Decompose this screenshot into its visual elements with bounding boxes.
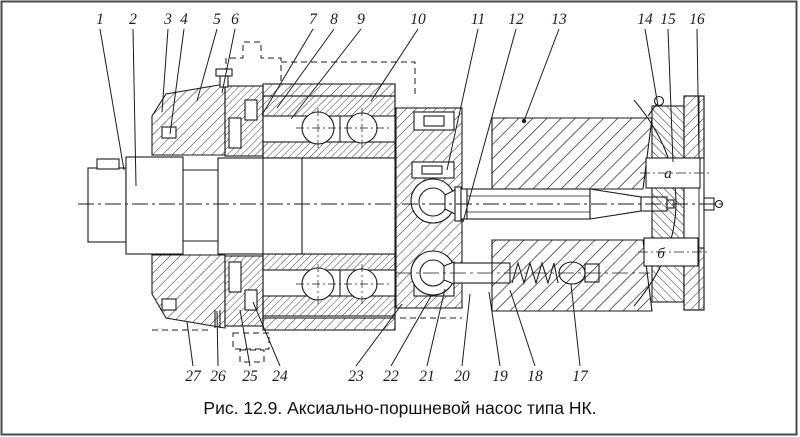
leader-line-11	[446, 28, 479, 171]
port-letters: аб	[657, 166, 672, 262]
part-number-7: 7	[309, 11, 318, 28]
part-number-25: 25	[242, 368, 258, 385]
cylinder-block	[491, 117, 653, 312]
figure-caption: Рис. 12.9. Аксиально-поршневой насос тип…	[203, 398, 596, 418]
leader-line-23	[355, 303, 403, 367]
leader-dot-13	[521, 118, 527, 124]
part-number-26: 26	[210, 368, 226, 385]
top-bearing	[262, 83, 396, 159]
leader-line-21	[426, 288, 446, 367]
part-number-16: 16	[689, 11, 705, 28]
leader-line-2	[132, 28, 137, 187]
leader-line-26	[216, 310, 219, 367]
seal-retainer	[215, 68, 264, 327]
part-number-22: 22	[383, 368, 399, 385]
leader-line-6	[221, 28, 236, 94]
leader-line-9	[290, 28, 362, 120]
leader-line-7	[261, 28, 314, 116]
bolt-head	[653, 95, 665, 107]
part-number-3: 3	[163, 11, 172, 28]
port-label-б: б	[657, 246, 665, 262]
part-number-27: 27	[185, 368, 202, 385]
leader-line-10	[370, 28, 419, 102]
port-label-а: а	[664, 166, 672, 182]
leader-line-24	[252, 301, 281, 367]
leader-line-17	[570, 283, 581, 367]
part-number-5: 5	[213, 11, 221, 28]
leader-line-16	[696, 28, 700, 159]
part-number-23: 23	[348, 368, 364, 385]
part-number-8: 8	[330, 11, 338, 28]
leader-line-22	[390, 295, 432, 367]
leader-line-4	[169, 28, 185, 135]
rotor-block	[217, 157, 396, 255]
part-number-4: 4	[180, 11, 188, 28]
part-number-12: 12	[508, 11, 524, 28]
part-number-1: 1	[96, 11, 104, 28]
leader-line-15	[667, 28, 674, 163]
part-number-19: 19	[492, 368, 508, 385]
leader-line-20	[461, 293, 471, 367]
part-number-20: 20	[454, 368, 470, 385]
part-number-21: 21	[419, 368, 435, 385]
leader-line-19	[488, 291, 501, 367]
ball-joint	[418, 187, 448, 217]
part-number-9: 9	[357, 11, 365, 28]
part-number-14: 14	[637, 11, 653, 28]
part-number-18: 18	[527, 368, 543, 385]
leader-line-27	[186, 321, 194, 367]
part-number-11: 11	[471, 11, 485, 28]
part-number-17: 17	[572, 368, 589, 385]
leader-line-1	[99, 28, 125, 171]
leader-line-13	[523, 28, 560, 122]
leader-line-8	[276, 28, 335, 109]
part-number-24: 24	[272, 368, 288, 385]
centerline	[78, 203, 722, 274]
leader-line-25	[239, 309, 251, 367]
vent-plug	[215, 68, 233, 77]
part-number-13: 13	[551, 11, 567, 28]
part-number-15: 15	[660, 11, 676, 28]
bottom-bearing	[262, 253, 396, 331]
part-number-10: 10	[410, 11, 426, 28]
leader-line-18	[509, 289, 536, 367]
part-number-2: 2	[129, 11, 137, 28]
leader-line-5	[196, 28, 218, 102]
part-number-6: 6	[231, 11, 239, 28]
leader-line-3	[161, 28, 169, 113]
leader-line-12	[462, 28, 517, 223]
leader-line-14	[644, 28, 659, 107]
